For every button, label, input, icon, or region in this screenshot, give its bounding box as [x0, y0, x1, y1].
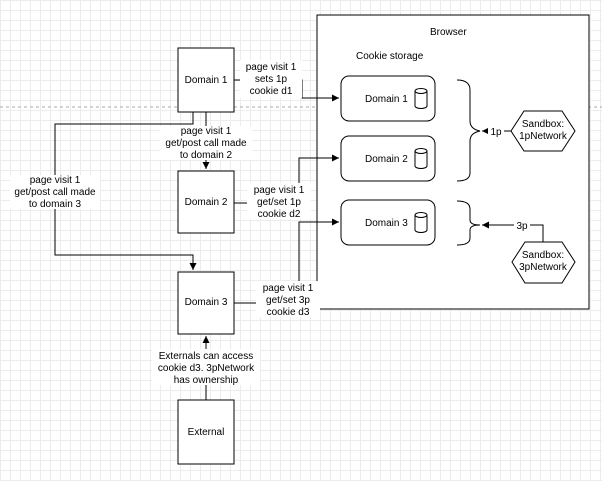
label-d1-d3-line-3: to domain 3	[29, 199, 82, 210]
database-icon	[414, 148, 428, 169]
label-d1-to-d3: page visit 1 get/post call made to domai…	[10, 175, 100, 210]
label-d1-to-d2: page visit 1 get/post call made to domai…	[160, 126, 252, 161]
label-external-to-d3: Externals can access cookie d3. 3pNetwor…	[152, 349, 260, 386]
sandbox-3p-node[interactable]: Sandbox: 3pNetwork	[511, 241, 576, 284]
sandbox-1p-line-2: 1pNetwork	[519, 131, 568, 142]
domain-2-node[interactable]: Domain 2	[177, 170, 235, 234]
label-sandbox-1p-text: 1p	[490, 127, 502, 138]
external-label: External	[188, 427, 225, 438]
label-sandbox-1p: 1p	[488, 125, 504, 138]
label-d1-storage-line-1: page visit 1	[246, 62, 297, 73]
external-node[interactable]: External	[177, 399, 235, 465]
label-d3-storage-line-1: page visit 1	[263, 283, 314, 294]
domain-3-node[interactable]: Domain 3	[177, 271, 235, 335]
brace-1p	[456, 79, 481, 182]
label-d2-storage-line-2: get/set 1p	[257, 197, 301, 208]
browser-title: Browser	[430, 27, 467, 38]
label-d1-d3-line-1: page visit 1	[30, 175, 81, 186]
storage-domain-1[interactable]: Domain 1	[340, 75, 436, 122]
sandbox-1p-node[interactable]: Sandbox: 1pNetwork	[510, 110, 576, 152]
storage-domain-3[interactable]: Domain 3	[340, 199, 436, 246]
sandbox-3p-line-2: 3pNetwork	[519, 262, 568, 273]
storage-domain-2-label: Domain 2	[365, 154, 408, 165]
label-d3-to-storage: page visit 1 get/set 3p cookie d3	[256, 281, 320, 318]
label-d1-storage-line-2: sets 1p	[255, 74, 288, 85]
label-d2-to-storage: page visit 1 get/set 1p cookie d2	[247, 183, 311, 220]
domain-2-label: Domain 2	[185, 197, 228, 208]
label-d1-d2-line-2: get/post call made	[165, 138, 247, 149]
label-d1-d2-line-3: to domain 2	[180, 150, 233, 161]
label-external-line-3: has ownership	[174, 375, 239, 386]
storage-domain-2[interactable]: Domain 2	[340, 135, 436, 182]
domain-3-label: Domain 3	[185, 297, 228, 308]
edge-sandbox-3p	[482, 221, 544, 242]
domain-1-label: Domain 1	[185, 75, 228, 86]
label-d1-storage-line-3: cookie d1	[250, 86, 293, 97]
domain-1-node[interactable]: Domain 1	[177, 47, 235, 113]
label-d1-to-storage: page visit 1 sets 1p cookie d1	[240, 60, 302, 98]
sandbox-1p-line-1: Sandbox:	[522, 119, 564, 130]
label-sandbox-3p-text: 3p	[516, 221, 528, 232]
label-sandbox-3p: 3p	[514, 219, 530, 232]
label-d1-d2-line-1: page visit 1	[181, 126, 232, 137]
label-d3-storage-line-3: cookie d3	[267, 307, 310, 318]
brace-3p	[456, 200, 481, 246]
cookie-storage-title: Cookie storage	[356, 51, 424, 62]
label-external-line-1: Externals can access	[159, 351, 254, 362]
storage-domain-1-label: Domain 1	[365, 94, 408, 105]
label-d2-storage-line-1: page visit 1	[254, 185, 305, 196]
database-icon	[414, 88, 428, 109]
label-external-line-2: cookie d3. 3pNetwork	[158, 363, 255, 374]
label-d2-storage-line-3: cookie d2	[258, 209, 301, 220]
storage-domain-3-label: Domain 3	[365, 218, 408, 229]
sandbox-3p-line-1: Sandbox:	[522, 250, 564, 261]
label-d3-storage-line-2: get/set 3p	[266, 295, 310, 306]
label-d1-d3-line-2: get/post call made	[14, 187, 96, 198]
database-icon	[414, 212, 428, 233]
